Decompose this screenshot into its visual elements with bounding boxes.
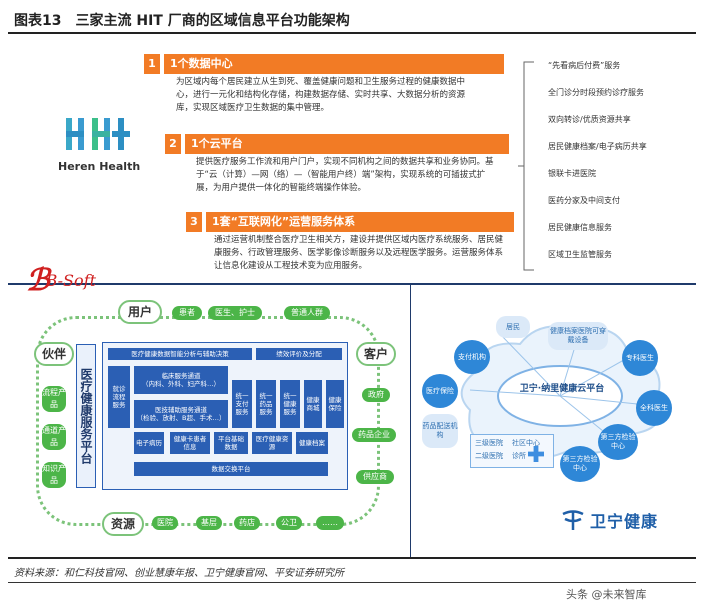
bsoft-center-bottom: 健康卡患者信息 [170, 432, 210, 454]
bsoft-center-medtech: 医技辅助服务通道 （检验、放射、B超、手术…） [134, 400, 228, 428]
winning-node: 医疗保险 [422, 374, 458, 408]
bsoft-resource-item: 医院 [152, 516, 178, 530]
heren-item-1-number: 1 [144, 54, 160, 74]
bsoft-user-label: 用户 [118, 300, 162, 324]
bsoft-channel-name: 医技辅助服务通道 [155, 406, 207, 414]
heren-item-3-body: 通过运营机制整合医疗卫生相关方，建设并提供区域内医疗系统服务、居民健康服务、行政… [214, 235, 504, 271]
services-bracket [518, 61, 534, 271]
bsoft-center-flow: 就诊流程服务 [108, 366, 130, 428]
bsoft-logo: ℬ B-Soft [26, 262, 136, 298]
heren-services-list: “先看病后付费”服务 全门诊分时段预约诊疗服务 双向转诊/优质资源共享 居民健康… [548, 60, 698, 276]
winning-logo-text: 卫宁健康 [590, 512, 659, 531]
heren-item-2-title: 1个云平台 [185, 134, 509, 154]
heren-item-2-body: 提供医疗服务工作流和用户门户，实现不同机构之间的数据共享和业务协同。基于“云（计… [196, 157, 494, 193]
bsoft-center-mid: 统一健康服务 [280, 380, 300, 428]
service-item: 全门诊分时段预约诊疗服务 [548, 88, 644, 97]
winning-inner: 诊所 [512, 452, 526, 460]
bsoft-resource-item: 药店 [234, 516, 260, 530]
bsoft-partner-item: 通道产品 [42, 424, 66, 450]
heren-logo-text: Heren Health [58, 160, 141, 173]
service-item: 区域卫生监管服务 [548, 250, 612, 259]
title-rule [8, 32, 696, 34]
footer-rule-bottom [8, 582, 696, 583]
bsoft-platform-vertical: 医疗健康服务平台 [76, 344, 96, 488]
winning-inner: 三级医院 [475, 439, 503, 447]
bsoft-customer-item: 药品企业 [352, 428, 396, 442]
winning-logo-icon [562, 510, 584, 530]
bsoft-resource-item: …… [316, 516, 344, 530]
winning-node: 药品配送机构 [422, 414, 458, 448]
heren-item-3-number: 3 [186, 212, 202, 232]
bsoft-channel-sub: （检验、放射、B超、手术…） [136, 414, 226, 422]
winning-node: 健康档案医院可穿戴设备 [548, 322, 608, 350]
bsoft-user-item: 普通人群 [284, 306, 330, 320]
bsoft-resource-label: 资源 [102, 512, 144, 536]
section-divider [8, 283, 696, 285]
bsoft-logo-icon: ℬ [26, 262, 50, 298]
footer-rule [8, 557, 696, 559]
bsoft-partner-item: 流程产品 [42, 386, 66, 412]
bsoft-center-clinical: 临床服务通道 （内科、外科、妇产科…） [134, 366, 228, 394]
winning-node: 支付机构 [454, 340, 490, 374]
winning-logo: 卫宁健康 [560, 508, 658, 532]
bsoft-center-exchange: 数据交换平台 [134, 462, 328, 476]
service-item: “先看病后付费”服务 [548, 61, 621, 70]
figure-title: 图表13 三家主流 HIT 厂商的区域信息平台功能架构 [14, 13, 350, 29]
heren-item-1-title: 1个数据中心 [164, 54, 504, 74]
winning-inner: 社区中心 [512, 439, 540, 447]
bsoft-center-bottom: 电子病历 [134, 432, 164, 454]
winning-node: 专科医生 [622, 340, 658, 376]
service-item: 居民健康信息服务 [548, 223, 612, 232]
heren-item-1-body: 为区域内每个居民建立从生到死、覆盖健康问题和卫生服务过程的健康数据中心，进行一元… [176, 77, 466, 113]
vertical-divider [410, 285, 411, 557]
heren-logo: Heren Health [58, 114, 148, 173]
bsoft-resource-item: 公卫 [276, 516, 302, 530]
winning-node: 居民 [496, 316, 530, 338]
bsoft-resource-item: 基层 [196, 516, 222, 530]
service-item: 居民健康档案/电子病历共享 [548, 142, 647, 151]
service-item: 双向转诊/优质资源共享 [548, 115, 631, 124]
bsoft-center-bottom: 平台基础数据 [214, 432, 248, 454]
winning-inner-box: 三级医院 社区中心 二级医院 诊所 [470, 434, 554, 468]
bsoft-logo-text: B-Soft [45, 270, 96, 290]
watermark: 头条 @未来智库 [566, 588, 647, 601]
bsoft-user-item: 患者 [172, 306, 202, 320]
bsoft-user-item: 医生、护士 [208, 306, 262, 320]
bsoft-partner-label: 伙伴 [34, 342, 74, 366]
heren-logo-icon [66, 118, 130, 150]
service-item: 银联卡进医院 [548, 169, 596, 178]
source-note: 资料来源：和仁科技官网、创业慧康年报、卫宁健康官网、平安证券研究所 [14, 568, 344, 579]
bsoft-center-bottom: 医疗健康资源 [252, 432, 292, 454]
bsoft-center-mid: 统一药品服务 [256, 380, 276, 428]
bsoft-customer-item: 供应商 [356, 470, 394, 484]
bsoft-customer-label: 客户 [356, 342, 396, 366]
heren-item-2-number: 2 [165, 134, 181, 154]
bsoft-center-mid: 健康商城 [304, 380, 322, 428]
winning-cloud-center: 卫宁·纳里健康云平台 [519, 384, 605, 394]
winning-node: 全科医生 [636, 390, 672, 426]
bsoft-channel-name: 临床服务通道 [161, 372, 201, 380]
heren-item-3-title: 1套“互联网化”运营服务体系 [206, 212, 514, 232]
bsoft-partner-item: 知识产品 [42, 462, 66, 488]
bsoft-center-mid: 健康保险 [326, 380, 344, 428]
bsoft-center-analysis: 医疗健康数据智能分析与辅助决策 [108, 348, 252, 360]
bsoft-channel-sub: （内科、外科、妇产科…） [142, 380, 220, 388]
winning-node: 第三方检验中心 [560, 446, 600, 482]
service-item: 医药分家及中间支付 [548, 196, 620, 205]
bsoft-center-bottom: 健康档案 [296, 432, 328, 454]
bsoft-center-performance: 绩效评价及分配 [256, 348, 342, 360]
winning-node: 第三方检验中心 [598, 424, 638, 460]
bsoft-center-mid: 统一支付服务 [232, 380, 252, 428]
bsoft-customer-item: 政府 [362, 388, 390, 402]
winning-inner: 二级医院 [475, 452, 503, 460]
